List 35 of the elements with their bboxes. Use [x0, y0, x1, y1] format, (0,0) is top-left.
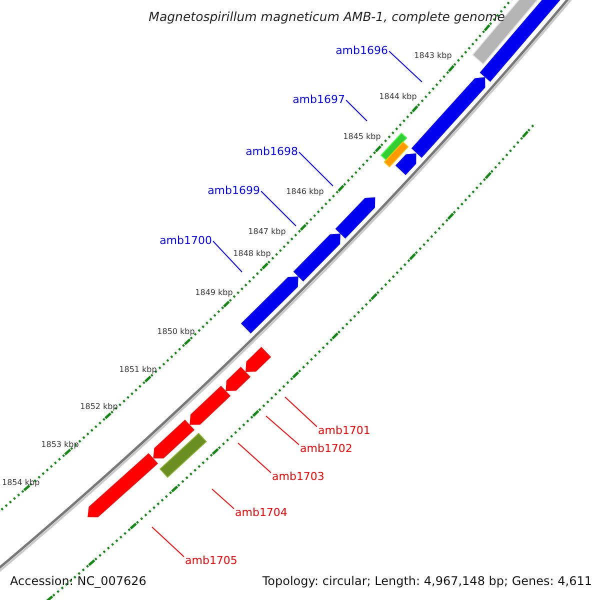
accession-text: Accession: NC_007626 [10, 575, 146, 587]
scale-label: 1849 kbp [195, 289, 233, 297]
gene-label: amb1704 [235, 506, 288, 518]
gene-label: amb1705 [185, 554, 238, 566]
gene-label: amb1702 [300, 442, 352, 454]
leader-line [260, 190, 296, 226]
scale-label: 1845 kbp [343, 133, 381, 141]
leader-line [266, 416, 300, 446]
gene-label: amb1696 [336, 44, 388, 56]
map-title: Magnetospirillum magneticum AMB-1, complete genome [148, 11, 505, 24]
genome-summary-text: Topology: circular; Length: 4,967,148 bp; Genes: 4,611 [262, 575, 592, 587]
scale-label: 1852 kbp [80, 403, 118, 411]
gene-label: amb1698 [246, 146, 298, 156]
gene-label: amb1703 [272, 470, 324, 482]
leader-line [152, 526, 184, 558]
leader-line [388, 50, 422, 82]
scale-label: 1848 kbp [233, 250, 271, 258]
gene-label: amb1700 [160, 234, 212, 246]
scale-label: 1853 kbp [41, 441, 79, 449]
leader-line [212, 488, 234, 510]
leader-line [238, 442, 272, 474]
scale-label: 1847 kbp [248, 228, 286, 236]
gene-label: amb1697 [292, 94, 345, 104]
leader-line [212, 240, 242, 272]
scale-label: 1843 kbp [414, 52, 452, 60]
gene-label: amb1699 [208, 184, 260, 196]
leader-line [298, 152, 334, 186]
scale-label: 1851 kbp [119, 366, 157, 374]
leader-line [284, 396, 318, 428]
gene-label: amb1701 [318, 424, 370, 436]
scale-label: 1850 kbp [157, 328, 195, 336]
scale-label: 1846 kbp [286, 188, 324, 196]
scale-label: 1854 kbp [2, 479, 40, 487]
scale-label: 1844 kbp [379, 93, 417, 101]
leader-line [346, 100, 368, 122]
